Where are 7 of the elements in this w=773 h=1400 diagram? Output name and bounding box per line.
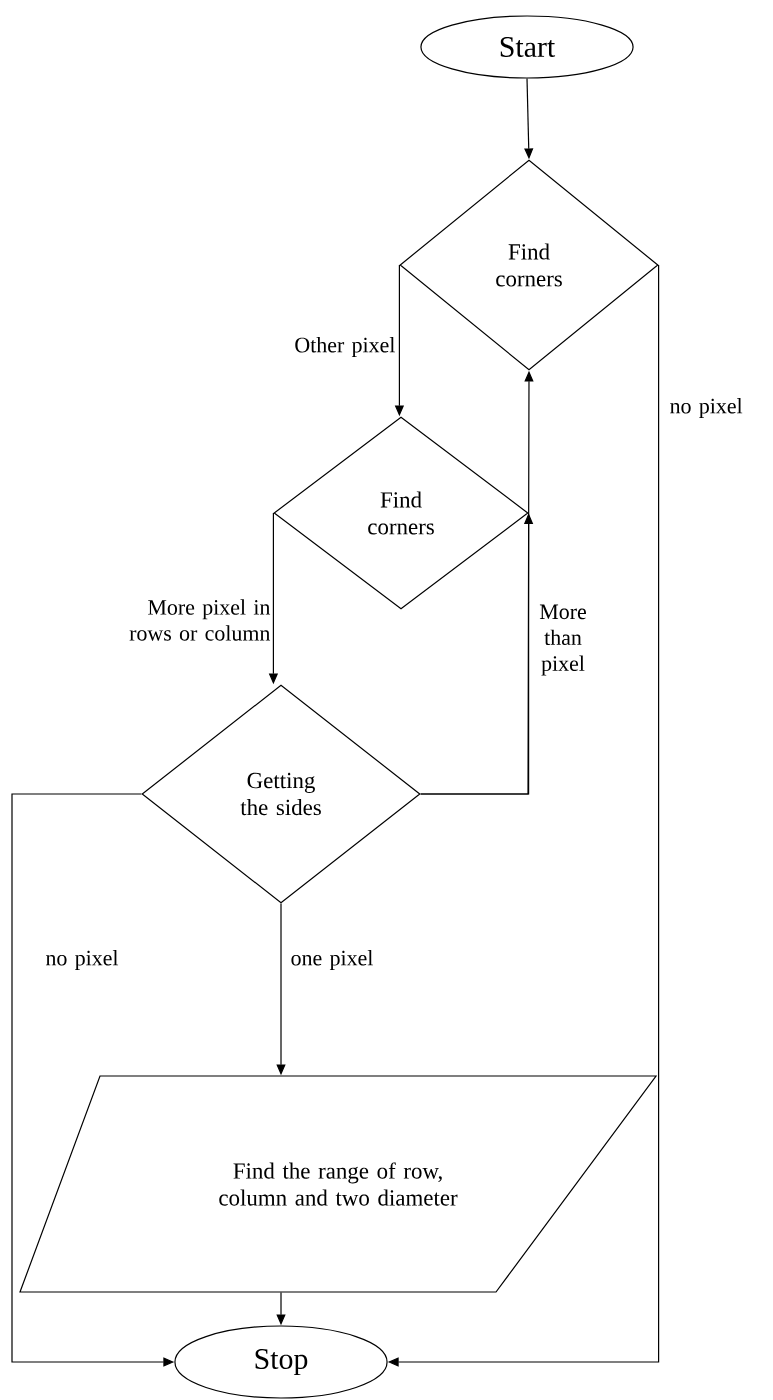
- edge-label: Other pixel: [295, 337, 395, 357]
- edge-label: no pixel: [670, 398, 743, 418]
- edge-label: More than pixel: [539, 604, 586, 676]
- edge-label: one pixel: [291, 950, 373, 970]
- data-parallelogram: Find the range of row, column and two diameter: [19, 1075, 658, 1293]
- edge-label: no pixel: [46, 950, 119, 970]
- edge-label: More pixel in rows or column: [129, 599, 271, 641]
